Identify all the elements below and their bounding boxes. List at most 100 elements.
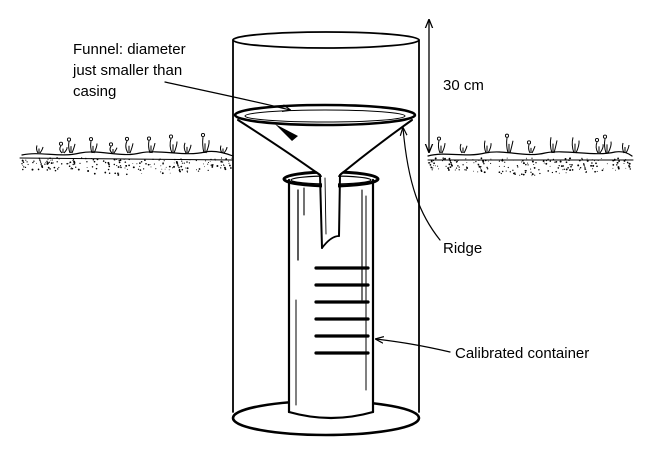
soil-speck — [524, 171, 527, 174]
soil-speck — [220, 157, 223, 159]
soil-speck — [92, 158, 95, 161]
soil-speck — [118, 172, 120, 174]
soil-speck — [139, 162, 141, 164]
soil-speck — [86, 161, 88, 163]
soil-speck — [581, 158, 583, 160]
soil-speck — [223, 164, 225, 166]
soil-speck — [465, 158, 467, 160]
soil-speck — [49, 157, 51, 160]
soil-speck — [102, 160, 105, 162]
soil-speck — [584, 166, 586, 168]
soil-speck — [563, 168, 565, 170]
container-label: Calibrated container — [455, 345, 589, 362]
soil-speck — [32, 161, 34, 164]
soil-speck — [507, 166, 509, 169]
soil-speck — [223, 166, 226, 169]
soil-speck — [591, 162, 593, 164]
soil-speck — [527, 164, 529, 166]
soil-speck — [457, 159, 460, 161]
soil-speck — [427, 162, 430, 164]
soil-speck — [547, 158, 549, 160]
soil-speck — [503, 165, 505, 167]
soil-speck — [581, 157, 583, 160]
soil-speck — [211, 165, 214, 168]
soil-speck — [75, 166, 77, 168]
soil-speck — [123, 158, 126, 160]
grass-tuft — [36, 145, 44, 154]
soil-speck — [113, 158, 116, 161]
soil-speck — [625, 167, 627, 169]
soil-speck — [490, 162, 492, 164]
soil-speck — [538, 169, 540, 171]
soil-speck — [196, 169, 197, 171]
soil-speck — [162, 162, 164, 165]
soil-speck — [44, 163, 46, 165]
soil-speck — [486, 166, 488, 169]
funnel-label-line1: Funnel: diameter — [73, 41, 186, 58]
soil-speck — [137, 168, 140, 170]
soil-speck — [615, 169, 617, 171]
soil-speck — [125, 158, 127, 160]
soil-speck — [519, 174, 521, 176]
soil-speck — [145, 163, 147, 165]
soil-speck — [126, 168, 128, 170]
soil-speck — [554, 161, 556, 163]
soil-speck — [230, 167, 232, 169]
soil-speck — [50, 162, 53, 165]
soil-speck — [204, 166, 205, 168]
soil-speck — [592, 168, 594, 170]
soil-speck — [51, 159, 53, 161]
soil-speck — [23, 166, 25, 168]
soil-speck — [562, 165, 565, 167]
soil-speck — [477, 163, 479, 165]
soil-speck — [56, 161, 58, 163]
soil-speck — [79, 162, 81, 164]
soil-speck — [596, 170, 598, 172]
soil-speck — [464, 169, 466, 171]
soil-speck — [181, 168, 184, 171]
soil-speck — [164, 168, 166, 170]
soil-speck — [521, 173, 523, 175]
soil-speck — [455, 167, 458, 169]
soil-speck — [534, 174, 536, 176]
soil-speck — [432, 160, 434, 162]
soil-speck — [455, 159, 457, 161]
soil-speck — [504, 161, 506, 163]
soil-speck — [117, 173, 120, 176]
soil-speck — [448, 163, 451, 166]
soil-speck — [128, 158, 130, 161]
soil-speck — [547, 170, 549, 172]
soil-speck — [570, 165, 572, 168]
soil-speck — [551, 171, 554, 174]
soil-speck — [144, 159, 146, 162]
grass-tuft — [483, 140, 492, 154]
soil-speck — [475, 160, 477, 163]
soil-speck — [612, 159, 615, 162]
soil-speck — [438, 168, 440, 170]
soil-speck — [189, 159, 191, 161]
soil-speck — [430, 160, 433, 163]
soil-speck — [431, 169, 433, 171]
soil-speck — [60, 163, 63, 165]
soil-speck — [501, 159, 504, 162]
soil-speck — [181, 160, 183, 162]
soil-speck — [437, 165, 439, 167]
grass-tuft — [146, 136, 156, 154]
soil-speck — [592, 164, 595, 167]
soil-speck — [477, 171, 479, 173]
soil-speck — [38, 158, 40, 160]
soil-speck — [557, 167, 560, 169]
soil-speck — [197, 170, 200, 172]
soil-speck — [72, 158, 74, 160]
soil-speck — [526, 159, 528, 161]
soil-speck — [96, 158, 99, 161]
soil-speck — [116, 165, 118, 167]
soil-speck — [447, 169, 450, 171]
soil-speck — [597, 160, 599, 161]
soil-speck — [614, 159, 616, 162]
soil-speck — [449, 159, 452, 162]
soil-speck — [569, 163, 571, 166]
soil-speck — [514, 173, 516, 176]
soil-speck — [176, 162, 179, 165]
soil-speck — [186, 167, 189, 170]
